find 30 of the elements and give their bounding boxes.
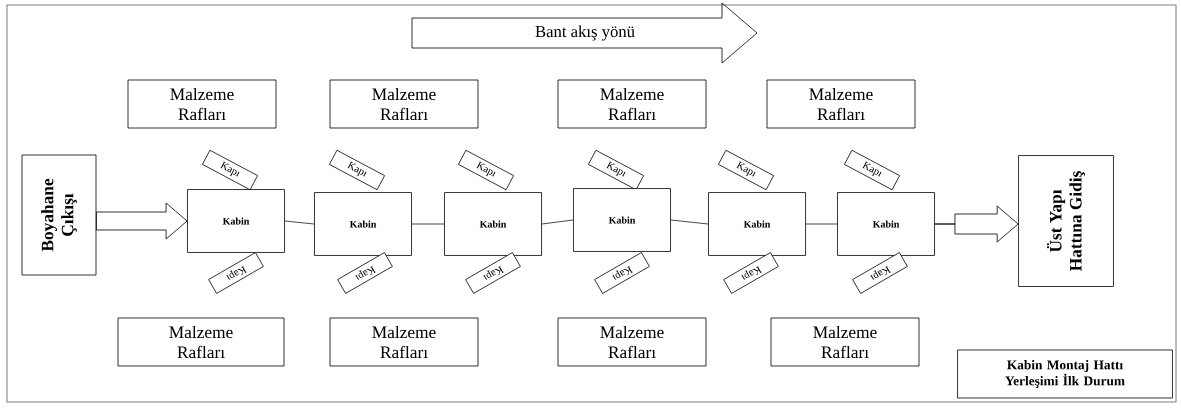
- shelf-box: Malzeme Rafları: [766, 79, 916, 129]
- door-box: Kapı: [718, 149, 774, 191]
- shelf-box: Malzeme Rafları: [770, 317, 920, 367]
- caption-box: Kabin Montaj Hattı Yerleşimi İlk Durum: [957, 349, 1173, 399]
- door-box: Kapı: [465, 252, 521, 294]
- connector-line: [411, 223, 445, 225]
- door-box: Kapı: [594, 252, 650, 294]
- shelf-box: Malzeme Rafları: [117, 317, 285, 367]
- shelf-box: Malzeme Rafları: [557, 317, 707, 367]
- shelf-box: Malzeme Rafları: [329, 317, 479, 367]
- door-box: Kapı: [202, 149, 258, 191]
- door-box: Kapı: [337, 252, 393, 294]
- station-box: Üst Yapı Hattına Gidiş: [1018, 155, 1114, 287]
- door-box: Kapı: [844, 149, 900, 191]
- connector-line: [541, 219, 574, 225]
- shelf-box: Malzeme Rafları: [557, 79, 707, 129]
- shelf-box: Malzeme Rafları: [329, 79, 479, 129]
- connector-line: [670, 219, 709, 225]
- door-box: Kapı: [852, 252, 908, 294]
- block-arrow: [96, 202, 188, 240]
- connector-line: [284, 220, 315, 225]
- door-box: Kapı: [588, 149, 644, 191]
- door-box: Kapı: [723, 252, 779, 294]
- door-box: Kapı: [458, 149, 514, 191]
- station-box: Boyahane Çıkışı: [21, 154, 97, 276]
- shelf-box: Malzeme Rafları: [127, 79, 277, 129]
- block-arrow: [934, 205, 1019, 243]
- door-box: Kapı: [208, 252, 264, 294]
- connector-line: [805, 223, 838, 225]
- door-box: Kapı: [329, 149, 385, 191]
